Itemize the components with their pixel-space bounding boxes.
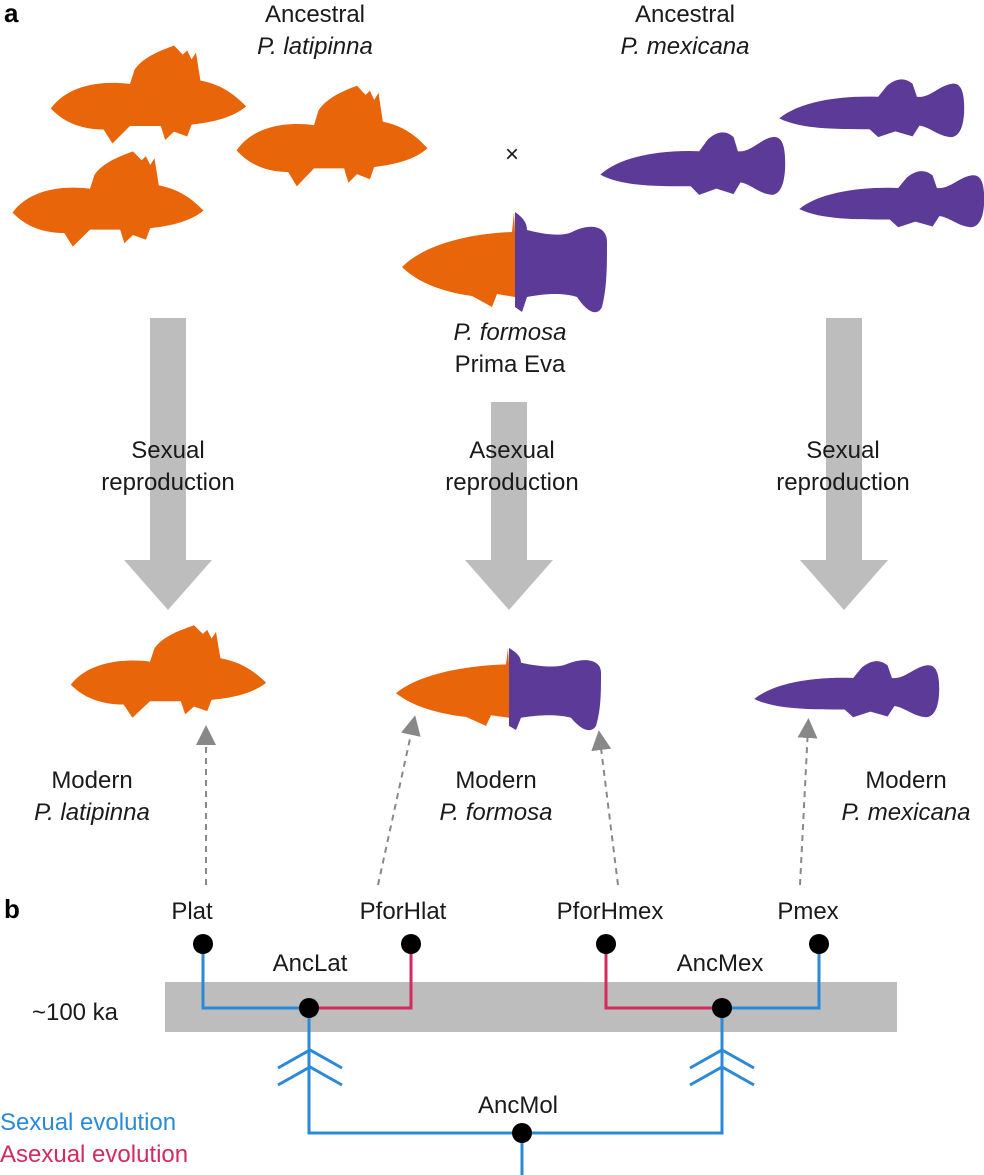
ancestral-mex-line2: P. mexicana <box>621 33 750 60</box>
modern-latipinna-fish <box>70 625 267 718</box>
modern-mex-line2: P. mexicana <box>842 799 971 826</box>
mexicana-fish-3 <box>799 171 984 228</box>
cross-symbol: × <box>505 141 519 168</box>
tip-label-pforhlat: PforHlat <box>360 898 447 925</box>
ancestral-mex-line1: Ancestral <box>635 1 735 28</box>
ancestral-latipinna-fish-group <box>12 45 428 247</box>
prima-eva-line2: Prima Eva <box>455 351 566 378</box>
arrow-mid-line1: Asexual <box>469 437 554 464</box>
node-ancmex <box>712 998 732 1018</box>
mexicana-fish-2 <box>600 132 786 195</box>
modern-lat-line2: P. latipinna <box>34 799 150 826</box>
arrow-left-line2: reproduction <box>101 469 234 496</box>
anc-mex-label: AncMex <box>677 950 764 977</box>
prima-eva-line1: P. formosa <box>454 319 567 346</box>
tip-label-plat: Plat <box>171 898 213 925</box>
node-pmex <box>809 934 829 954</box>
arrow-right-line1: Sexual <box>806 437 879 464</box>
anc-mol-label: AncMol <box>478 1092 558 1119</box>
legend-asexual: Asexual evolution <box>0 1141 188 1168</box>
dash-arrow-pforhmex <box>591 730 619 886</box>
mexicana-fish-1 <box>779 79 965 138</box>
latipinna-fish-1 <box>50 45 247 144</box>
branch-plat <box>201 944 309 1010</box>
modern-for-line1: Modern <box>455 767 536 794</box>
latipinna-fish-2 <box>236 85 428 187</box>
dash-arrow-pforhlat <box>377 715 421 886</box>
modern-formosa-fish <box>396 648 601 731</box>
panel-a-label: a <box>4 0 19 28</box>
ancestral-lat-line1: Ancestral <box>265 1 365 28</box>
panel-b-label: b <box>4 894 20 924</box>
modern-lat-line1: Modern <box>51 767 132 794</box>
node-anclat <box>299 998 319 1018</box>
tree-nodes <box>193 934 829 1143</box>
modern-for-line2: P. formosa <box>440 799 553 826</box>
time-label: ~100 ka <box>32 999 119 1026</box>
arrow-left-line1: Sexual <box>131 437 204 464</box>
latipinna-fish-3 <box>12 151 204 247</box>
arrow-sexual-left <box>124 318 212 610</box>
break-mark-left <box>277 1048 343 1087</box>
branch-pmex <box>722 944 821 1010</box>
arrow-sexual-right <box>800 318 888 610</box>
tip-label-pforhmex: PforHmex <box>557 898 664 925</box>
node-pforhmex <box>596 934 616 954</box>
anc-lat-label: AncLat <box>273 950 348 977</box>
arrow-mid-line2: reproduction <box>445 469 578 496</box>
branch-pforhmex <box>604 944 722 1010</box>
modern-mexicana-fish <box>754 661 940 718</box>
arrow-right-line2: reproduction <box>776 469 909 496</box>
tip-to-fish-arrows <box>196 715 818 886</box>
node-ancmol <box>512 1123 532 1143</box>
dash-arrow-pmex <box>797 718 818 886</box>
prima-eva-fish <box>402 212 607 313</box>
tip-label-pmex: Pmex <box>777 898 838 925</box>
reproduction-arrows <box>124 318 888 610</box>
legend-sexual: Sexual evolution <box>0 1109 176 1136</box>
modern-mex-line1: Modern <box>865 767 946 794</box>
break-mark-right <box>689 1048 755 1087</box>
ancestral-lat-line2: P. latipinna <box>257 33 373 60</box>
phylogeny-tree <box>201 944 821 1175</box>
node-plat <box>193 934 213 954</box>
ancestral-mexicana-fish-group <box>600 79 984 228</box>
branch-pforhlat <box>309 944 413 1010</box>
node-pforhlat <box>401 934 421 954</box>
arrow-asexual <box>465 402 553 610</box>
